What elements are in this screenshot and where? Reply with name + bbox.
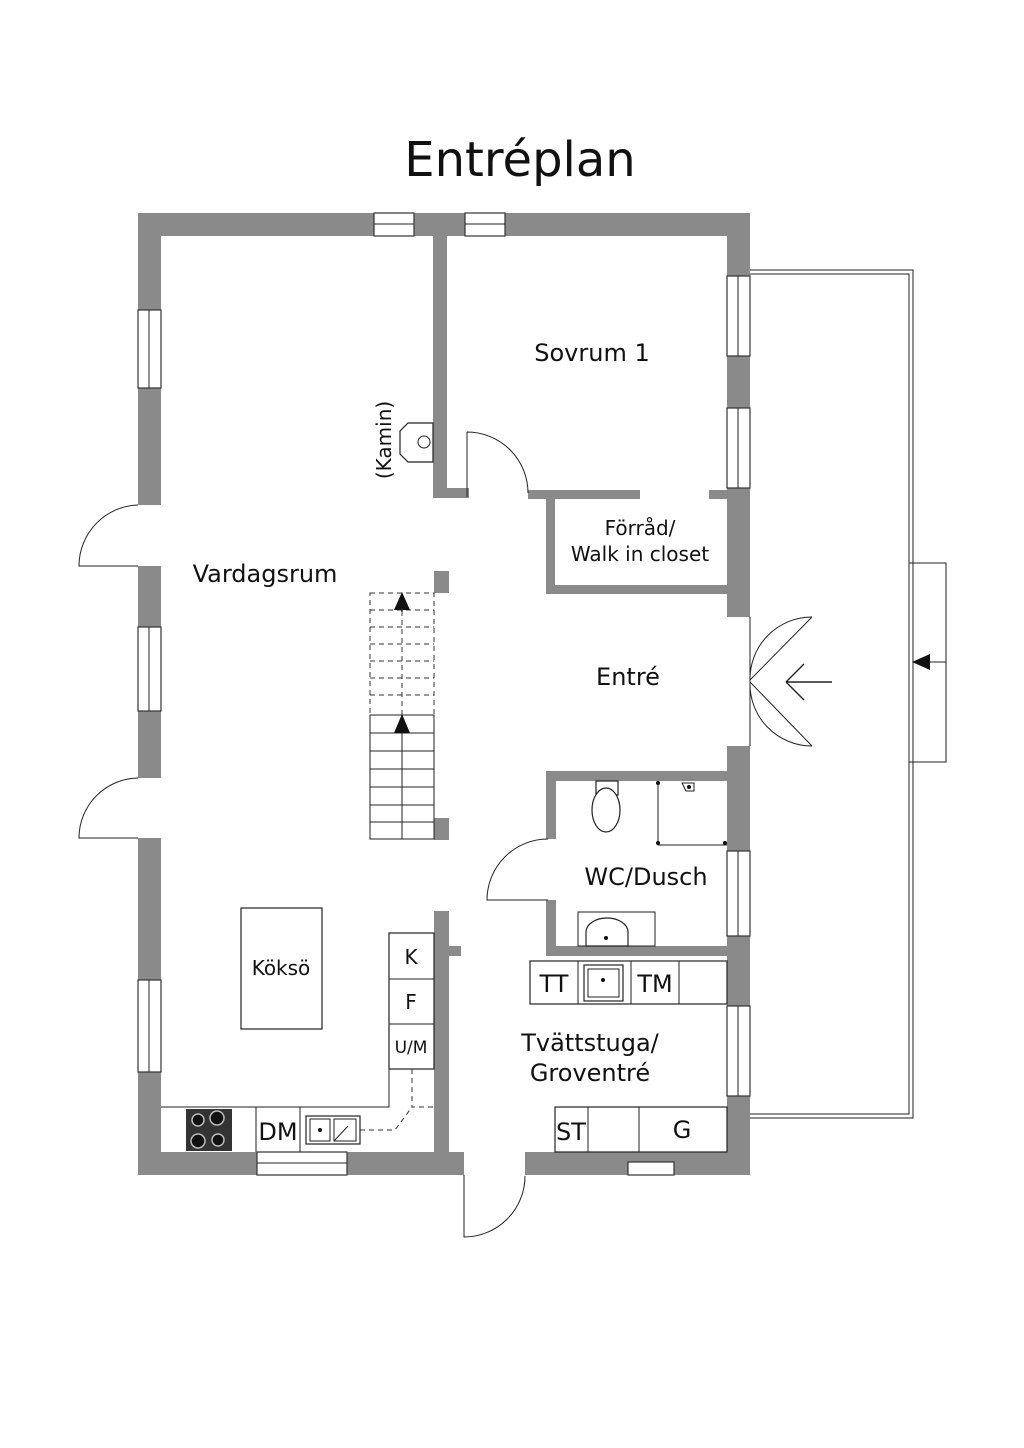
window-bottom-2 [627, 1161, 675, 1176]
laundry-sink-icon [583, 964, 624, 1002]
kitchen-sink-icon [305, 1115, 361, 1145]
toilet-icon [591, 787, 621, 833]
fixture-label-g: G [673, 1116, 692, 1144]
fixture-label-um: U/M [395, 1038, 428, 1058]
terrace-arrow-icon [912, 654, 930, 670]
staircase [369, 592, 435, 840]
wc-fixtures [577, 780, 727, 947]
windows [137, 212, 751, 1176]
room-label-kokso: Köksö [252, 956, 311, 980]
room-label-forrad-1: Förråd/ [605, 516, 676, 540]
doors [78, 431, 832, 1238]
fixture-label-dm: DM [258, 1118, 297, 1146]
fixture-label-st: ST [556, 1118, 586, 1146]
door-bottom [463, 1175, 526, 1238]
stairs-arrow-icon [394, 714, 410, 733]
stairs-up-arrow-icon [394, 592, 410, 610]
room-label-tvatt-1: Tvättstuga/ [520, 1029, 659, 1057]
door-sovrum [466, 431, 529, 497]
kitchen-island [240, 907, 323, 1030]
room-label-wc: WC/Dusch [584, 863, 707, 891]
fixture-label-f: F [405, 990, 417, 1014]
interior-walls [433, 236, 729, 1152]
laundry-fixtures [529, 960, 728, 1153]
plan-title: Entréplan [404, 132, 635, 188]
room-label-forrad-2: Walk in closet [571, 542, 709, 566]
door-left-upper [78, 504, 139, 567]
fireplace [399, 422, 434, 463]
fixture-label-tm: TM [636, 970, 672, 998]
fixture-label-tt: TT [539, 970, 569, 998]
entrance-arrow-icon [785, 663, 832, 701]
wc-sink-icon [585, 917, 629, 947]
room-label-tvatt-2: Groventré [530, 1059, 650, 1087]
terrace [750, 269, 947, 1119]
fixture-label-k: K [404, 945, 418, 969]
room-label-entre: Entré [596, 663, 660, 691]
kitchen [161, 907, 435, 1152]
kamin-label: (Kamin) [372, 401, 396, 479]
door-wc [486, 838, 549, 901]
room-label-sovrum: Sovrum 1 [534, 339, 649, 367]
room-label-vardagsrum: Vardagsrum [193, 560, 338, 588]
door-left-lower [78, 777, 139, 839]
